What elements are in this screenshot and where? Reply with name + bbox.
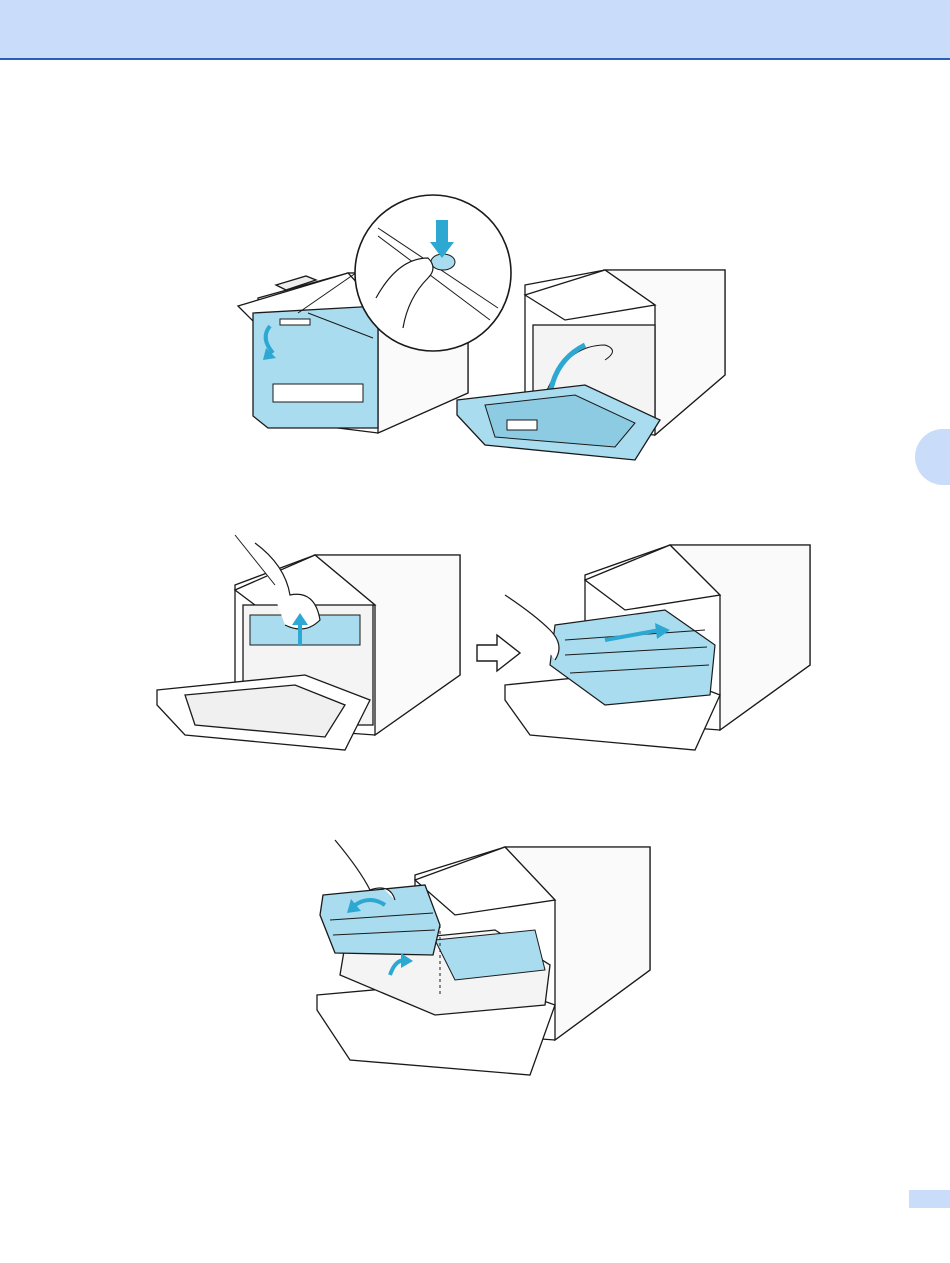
chapter-side-tab (915, 429, 950, 485)
printer-toner-remove-illustration (315, 835, 655, 1080)
page-header-band (0, 0, 950, 60)
printer-drum-lever-illustration (155, 525, 465, 765)
page-number-tab (909, 1190, 950, 1208)
printer-drum-pull-illustration (475, 535, 815, 765)
printer-front-cover-open-illustration (455, 265, 740, 465)
